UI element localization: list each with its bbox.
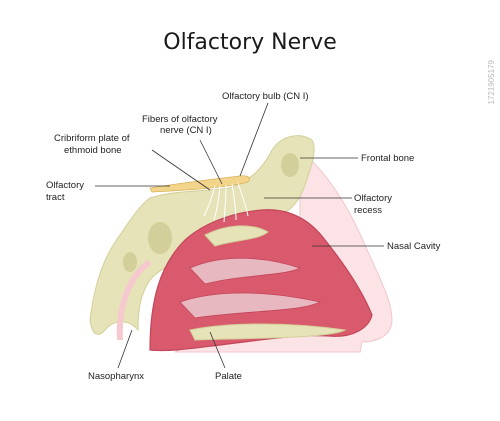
label-olfactory-tract-line2: tract — [46, 192, 65, 203]
sinus-cavity — [123, 252, 137, 272]
inferior-concha — [179, 292, 322, 319]
label-olfactory-recess-line2: recess — [354, 205, 382, 216]
olfactory-tract-nerve — [149, 175, 250, 193]
label-cribriform-line1: Cribriform plate of — [54, 133, 130, 144]
diagram-title: Olfactory Nerve — [163, 30, 337, 55]
label-olfactory-bulb: Olfactory bulb (CN I) — [222, 91, 309, 102]
label-fibers-line2: nerve (CN I) — [160, 125, 212, 136]
sinus-cavity — [148, 222, 172, 254]
middle-concha — [189, 257, 302, 285]
olfactory-nerve-fibers — [203, 182, 249, 223]
label-cribriform-line2: ethmoid bone — [64, 145, 122, 156]
palate-bone — [189, 323, 347, 341]
sinus-cavity — [281, 153, 299, 177]
label-fibers-line1: Fibers of olfactory — [142, 114, 218, 125]
leader-lines — [95, 102, 384, 369]
label-olfactory-tract-line1: Olfactory — [46, 180, 85, 191]
label-nasopharynx: Nasopharynx — [88, 371, 144, 382]
label-nasal-cavity: Nasal Cavity — [387, 241, 441, 252]
label-olfactory-recess-line1: Olfactory — [354, 193, 393, 204]
nasopharynx-wall — [116, 259, 152, 341]
superior-concha — [204, 225, 269, 247]
stock-id: 1721905179 — [487, 60, 496, 105]
label-palate: Palate — [215, 371, 242, 382]
label-frontal-bone: Frontal bone — [361, 153, 415, 164]
